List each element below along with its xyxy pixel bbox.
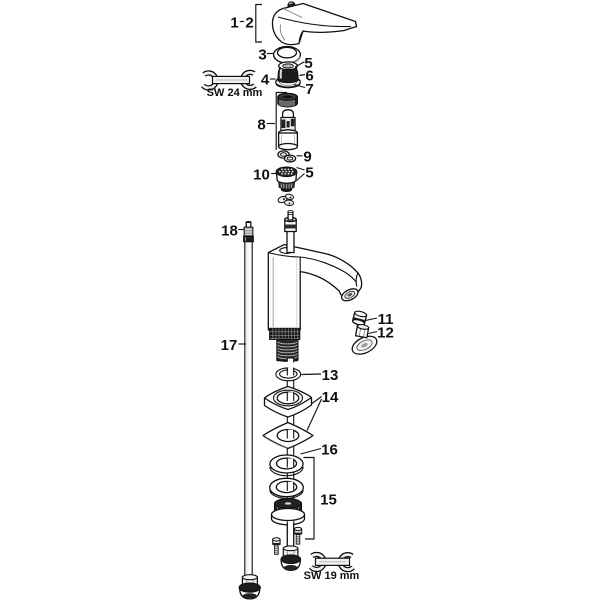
lever-handle	[271, 2, 358, 46]
svg-text:9: 9	[303, 148, 311, 165]
svg-text:4: 4	[261, 71, 270, 88]
screw-15c	[293, 526, 303, 545]
rod-through-15a	[286, 481, 295, 491]
rod-through-14a	[286, 392, 295, 401]
callout-9: 9	[296, 148, 312, 165]
o-rings-9	[277, 150, 297, 163]
svg-text:8: 8	[257, 116, 265, 133]
callout-8-bracket	[275, 91, 287, 150]
body-base-band	[269, 327, 301, 340]
screw-15d	[272, 537, 281, 555]
svg-text:10: 10	[253, 166, 270, 183]
callout-6: 6	[299, 67, 314, 84]
knurled-ring	[277, 92, 298, 108]
svg-text:15: 15	[320, 491, 337, 508]
callout-13: 13	[301, 367, 339, 384]
hose-bottom-fitting	[238, 574, 261, 600]
aerator-10	[275, 166, 298, 192]
rod-through-14b	[286, 429, 295, 439]
callout-10: 10	[253, 166, 277, 183]
trim-ring-3	[272, 45, 302, 64]
callout-2: 2	[245, 14, 253, 31]
svg-text:3: 3	[258, 46, 266, 63]
callout-1: 1	[230, 14, 238, 31]
wrench-label-sw24: SW 24 mm	[207, 87, 263, 99]
mounting-flange-14a	[263, 385, 313, 418]
square-gasket-14b	[262, 421, 314, 450]
callout-11: 11	[365, 311, 394, 328]
callout-5-aerator: 5	[295, 164, 314, 182]
wrench-label-sw19: SW 19 mm	[304, 570, 360, 582]
retainer-clip	[277, 193, 295, 207]
washer-15a	[269, 477, 304, 499]
svg-text:14: 14	[322, 389, 339, 406]
callout-14: 14	[306, 389, 339, 431]
callout-12: 12	[368, 324, 394, 341]
callout-15: 15	[303, 456, 337, 540]
svg-text:11: 11	[378, 311, 394, 328]
svg-text:5: 5	[305, 164, 313, 181]
svg-text:7: 7	[305, 81, 313, 98]
callout-1-2: 1 2	[230, 3, 262, 43]
supply-hose-17-18	[238, 220, 261, 600]
washer-16	[269, 454, 304, 477]
svg-text:17: 17	[221, 337, 238, 354]
elbow-fitting-12	[351, 323, 378, 355]
callout-4: 4	[261, 71, 276, 88]
shank-bottom-fitting	[280, 545, 302, 571]
svg-text:5: 5	[304, 55, 312, 72]
callout-5-dome: 5	[294, 55, 313, 72]
callout-17: 17	[221, 337, 246, 354]
callout-7: 7	[293, 81, 314, 98]
svg-text:13: 13	[322, 367, 339, 384]
rod-through-13	[286, 367, 295, 376]
check-valve-11	[351, 310, 368, 326]
svg-text:12: 12	[377, 324, 394, 341]
o-ring-13	[275, 361, 302, 382]
svg-text:18: 18	[221, 222, 238, 239]
cartridge-8	[277, 109, 299, 151]
svg-text:16: 16	[321, 441, 338, 458]
spout-outlet	[340, 288, 359, 302]
callout-1-2-bracket	[255, 3, 262, 43]
mounting-nut-15b	[270, 498, 306, 526]
rod-below-nut	[286, 521, 295, 549]
hose-top-fitting-18	[243, 220, 254, 243]
valve-stem	[284, 210, 297, 254]
callout-16: 16	[300, 441, 338, 458]
wrench-sw24	[201, 69, 257, 91]
callout-18: 18	[221, 222, 244, 239]
svg-text:6: 6	[305, 67, 313, 84]
callout-15-bracket	[303, 456, 315, 540]
callout-8: 8	[257, 91, 287, 150]
callout-3: 3	[258, 46, 274, 63]
rod-through-16	[286, 458, 295, 468]
wrench-sw19	[309, 551, 355, 573]
